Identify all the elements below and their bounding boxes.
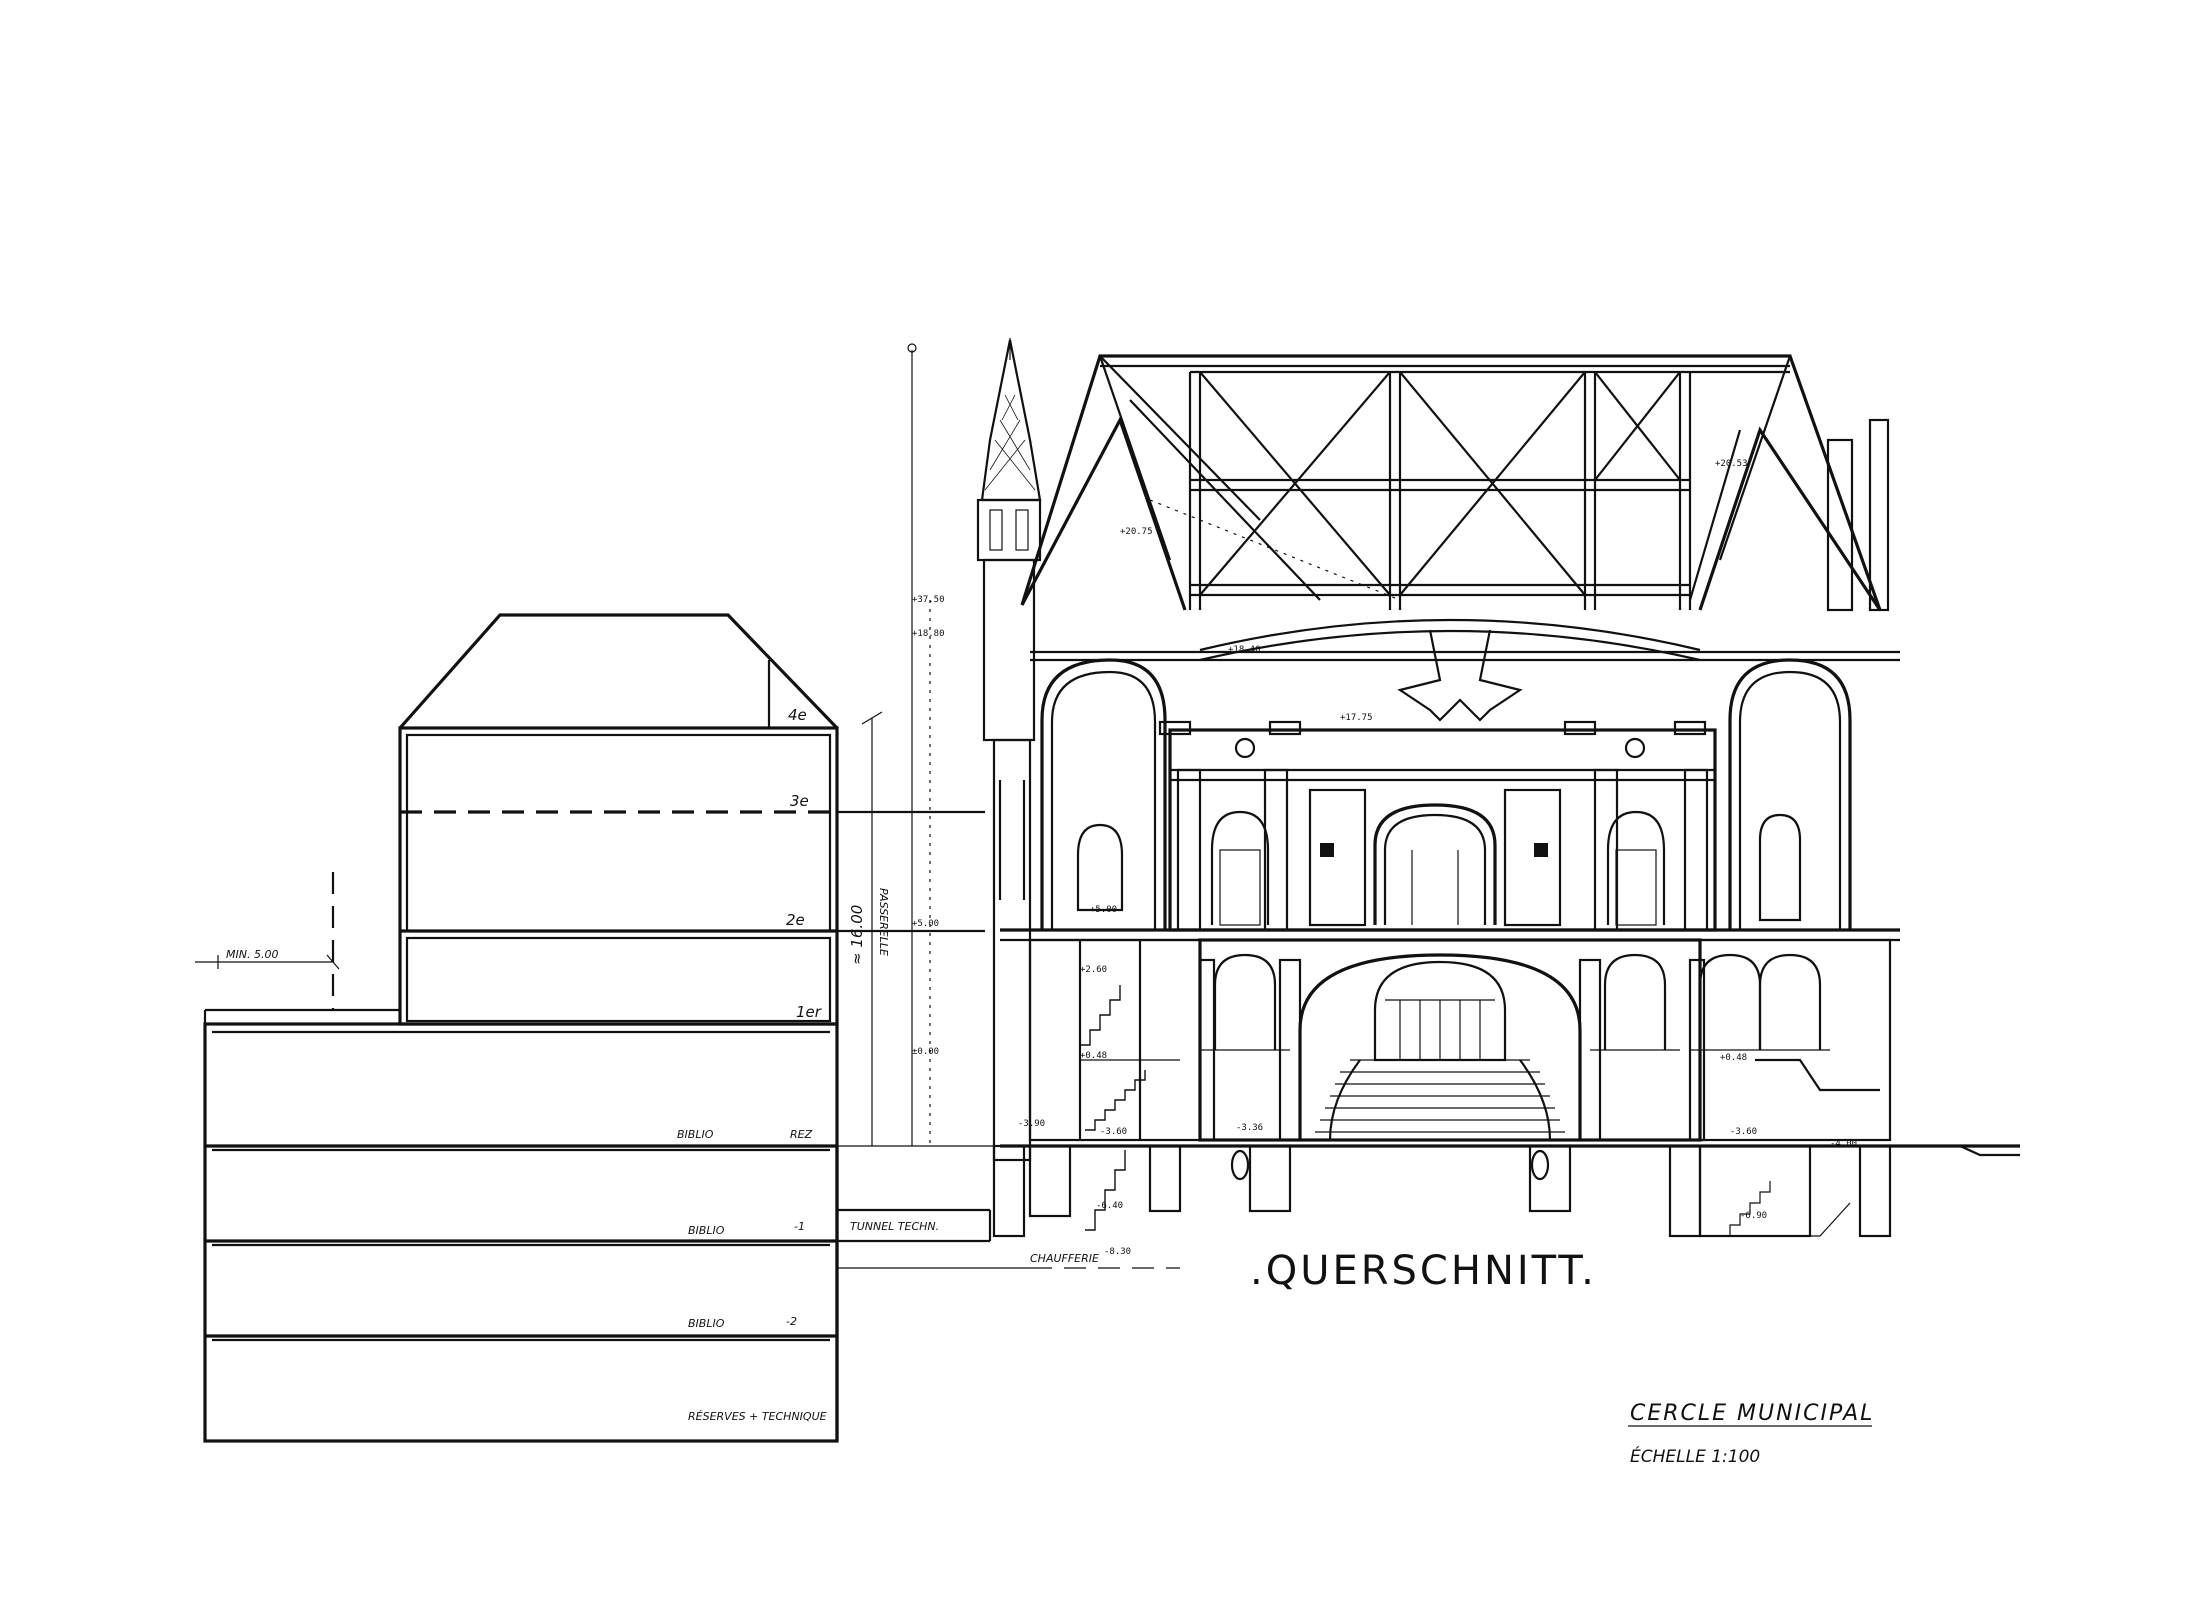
project-name: CERCLE MUNICIPAL bbox=[1630, 1401, 1874, 1426]
elevation-mark: +20.53 bbox=[1715, 459, 1748, 469]
connectors bbox=[837, 343, 1180, 1269]
elevation-mark: +17.75 bbox=[1340, 713, 1373, 723]
elevation-marks: +37.50 +18.80 +20.75 +18.40 +17.75 +20.5… bbox=[912, 459, 1857, 1257]
label-tunnel: TUNNEL TECHN. bbox=[850, 1220, 939, 1233]
elevation-mark: -6.90 bbox=[1740, 1211, 1767, 1221]
drawing-scale: ÉCHELLE 1:100 bbox=[1630, 1445, 1760, 1467]
label-3e: 3e bbox=[790, 792, 809, 810]
label-minus1: -1 bbox=[794, 1220, 805, 1233]
annotation-labels: MIN. 5.00 PASSERELLE ≈ 16.00 TUNNEL TECH… bbox=[226, 888, 1099, 1265]
elevation-mark: +20.75 bbox=[1120, 527, 1153, 537]
elevation-mark: -3.60 bbox=[1730, 1127, 1757, 1137]
drawing-title: .QUERSCHNITT. bbox=[1250, 1248, 1597, 1294]
label-biblio-minus2: BIBLIO bbox=[688, 1317, 725, 1330]
elevation-mark: +37.50 bbox=[912, 595, 945, 605]
label-1er: 1er bbox=[796, 1003, 822, 1021]
title-block: .QUERSCHNITT. CERCLE MUNICIPAL ÉCHELLE 1… bbox=[1250, 1248, 1874, 1467]
elevation-mark: -3.60 bbox=[1100, 1127, 1127, 1137]
elevation-mark: ±0.00 bbox=[912, 1047, 939, 1057]
label-chaufferie: CHAUFFERIE bbox=[1030, 1252, 1099, 1265]
historic-building bbox=[976, 338, 2020, 1238]
label-minus2: -2 bbox=[786, 1315, 797, 1328]
label-min-offset: MIN. 5.00 bbox=[226, 948, 278, 961]
elevation-mark: -8.30 bbox=[1104, 1247, 1131, 1257]
label-4e: 4e bbox=[788, 706, 807, 724]
label-height: ≈ 16.00 bbox=[848, 905, 866, 965]
label-rez: REZ bbox=[790, 1128, 813, 1141]
elevation-mark: +18.40 bbox=[1228, 645, 1261, 655]
elevation-mark: +2.60 bbox=[1080, 965, 1107, 975]
library-building bbox=[195, 613, 839, 1443]
elevation-mark: -3.90 bbox=[1018, 1119, 1045, 1129]
elevation-mark: -3.36 bbox=[1236, 1123, 1263, 1133]
label-biblio-rez: BIBLIO bbox=[677, 1128, 714, 1141]
elevation-mark: +5.00 bbox=[1090, 905, 1117, 915]
elevation-mark: +0.48 bbox=[1720, 1053, 1747, 1063]
elevation-mark: -4.00 bbox=[1830, 1139, 1857, 1149]
level-labels: 4e 3e 2e 1er REZ -1 -2 BIBLIO BIBLIO BIB… bbox=[677, 706, 827, 1423]
elevation-mark: -6.40 bbox=[1096, 1201, 1123, 1211]
label-passerelle: PASSERELLE bbox=[877, 888, 890, 956]
elevation-mark: +5.00 bbox=[912, 919, 939, 929]
label-biblio-minus1: BIBLIO bbox=[688, 1224, 725, 1237]
elevation-mark: +18.80 bbox=[912, 629, 945, 639]
elevation-mark: +0.48 bbox=[1080, 1051, 1107, 1061]
label-2e: 2e bbox=[786, 911, 805, 929]
label-reserves: RÉSERVES + TECHNIQUE bbox=[688, 1410, 827, 1423]
